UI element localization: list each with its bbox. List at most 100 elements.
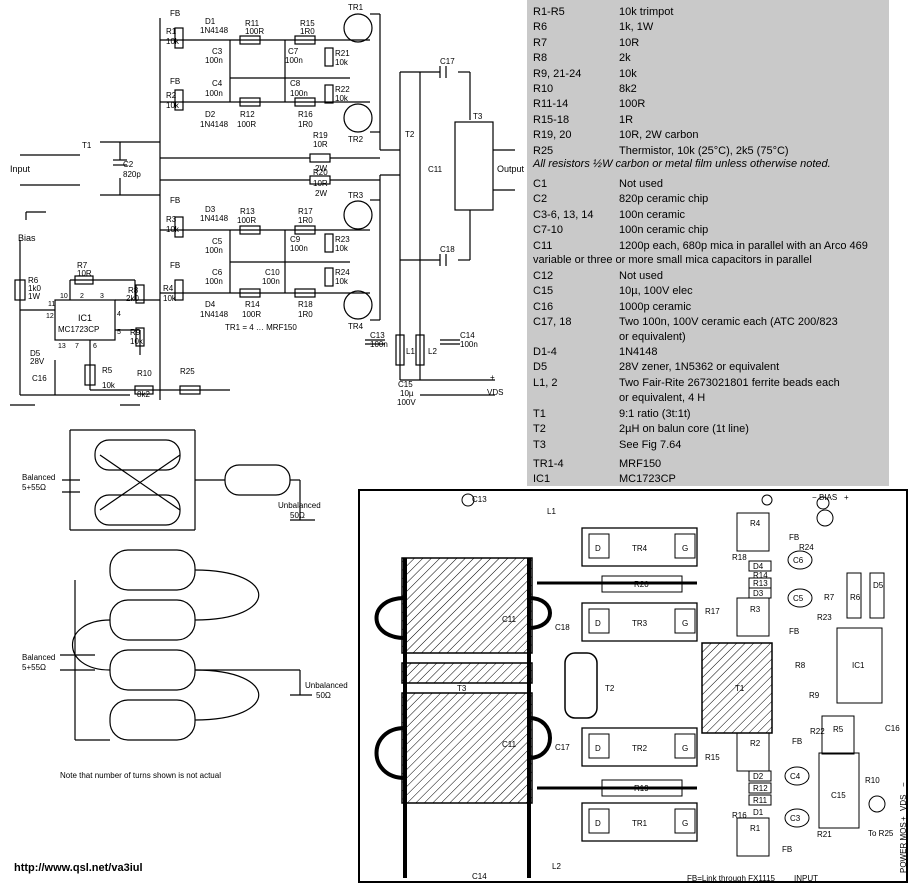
pcb-fb-3: FB <box>792 737 802 746</box>
d5-value: 28V <box>30 357 45 366</box>
pcb-r14-label: R14 <box>753 571 768 580</box>
part-value: 100R <box>619 98 646 111</box>
pcb-tr4-g: G <box>682 544 688 553</box>
part-value: 1N4148 <box>619 346 658 358</box>
r17-label: R17 <box>298 207 313 216</box>
d4-part: 1N4148 <box>200 310 229 319</box>
pcb-tr2-d: D <box>595 744 601 753</box>
part-ref: TR1-4 <box>533 458 564 470</box>
unbalanced-value-bottom: 50Ω <box>316 691 331 700</box>
part-value: MRF150 <box>619 458 662 470</box>
part-value: 9:1 ratio (3t:1t) <box>619 408 691 420</box>
part-ref: D1-4 <box>533 346 557 358</box>
c2-label: C2 <box>123 160 134 169</box>
r2-label: R2 <box>166 91 177 100</box>
part-ref: IC1 <box>533 473 551 486</box>
part-value: 100n ceramic chip <box>619 224 709 237</box>
tr4-label: TR4 <box>348 322 364 331</box>
pcb-c18-label: C18 <box>555 623 570 632</box>
r20-label: R20 <box>313 168 328 177</box>
r20-watt: 2W <box>315 189 327 198</box>
c7-value: 100n <box>285 56 303 65</box>
pcb-bias-plus: + <box>844 493 849 502</box>
r17-value: 1R0 <box>298 216 313 225</box>
pcb-r19-label: R19 <box>634 784 649 793</box>
l2-label: L2 <box>428 347 437 356</box>
pcb-bias-label: BIAS <box>819 493 837 502</box>
c17-continuation: or equivalent) <box>619 331 686 343</box>
r13-value: 100R <box>237 216 256 225</box>
resistor-note: All resistors ½W carbon or metal film un… <box>533 158 831 170</box>
pcb-r11-label: R11 <box>753 796 768 805</box>
ic-pin-5: 5 <box>117 329 121 336</box>
part-value: 1200p each, 680p mica in parallel with a… <box>619 239 868 252</box>
pcb-r23-label: R23 <box>817 613 832 622</box>
balanced-label-bottom: Balanced <box>22 653 55 662</box>
pcb-d4-label: D4 <box>753 562 764 571</box>
pcb-r18-label: R18 <box>732 553 747 562</box>
pcb-c6-label: C6 <box>793 556 804 565</box>
c11-continuation: variable or three or more small mica cap… <box>533 254 812 266</box>
part-ref: C3-6, 13, 14 <box>533 208 594 221</box>
r21-label: R21 <box>335 49 350 58</box>
pcb-r7-label: R7 <box>824 593 835 602</box>
r18-label: R18 <box>298 300 313 309</box>
part-value: Not used <box>619 178 664 190</box>
balanced-value-top: 5+55Ω <box>22 483 46 492</box>
c4-value: 100n <box>205 89 223 98</box>
c15-value: 10µ <box>400 389 414 398</box>
pcb-l2-label: L2 <box>552 862 561 871</box>
r6-label: R6 <box>28 276 39 285</box>
pcb-vds-plus: + <box>899 816 908 821</box>
pcb-r3-label: R3 <box>750 605 761 614</box>
ic-pin-6: 6 <box>93 343 97 350</box>
pcb-vds-label: VDS <box>899 795 908 811</box>
pcb-input-label: INPUT <box>794 874 818 883</box>
r5-label: R5 <box>102 366 113 375</box>
pcb-r16-label: R16 <box>732 811 747 820</box>
r14-value: 100R <box>242 310 261 319</box>
part-ref: D5 <box>533 361 548 374</box>
pcb-r12-label: R12 <box>753 784 768 793</box>
d3-label: D3 <box>205 205 216 214</box>
c3-label: C3 <box>212 47 223 56</box>
part-ref: C15 <box>533 285 554 298</box>
pcb-c5-label: C5 <box>793 594 804 603</box>
tr1-label: TR1 <box>348 3 364 12</box>
r14-label: R14 <box>245 300 260 309</box>
pcb-c16-label: C16 <box>885 724 900 733</box>
r1-label: R1 <box>166 27 177 36</box>
r25-label: R25 <box>180 367 195 376</box>
r11-value: 100R <box>245 27 264 36</box>
c13-value: 100n <box>370 340 388 349</box>
d4-label: D4 <box>205 300 216 309</box>
c15-voltage: 100V <box>397 398 416 407</box>
part-ref: L1, 2 <box>533 376 558 389</box>
part-value: 1000p ceramic <box>619 300 692 313</box>
r20-value: 10R <box>313 179 328 188</box>
r15-value: 1R0 <box>300 27 315 36</box>
d5-label: D5 <box>30 349 41 358</box>
schematic-vds-label: VDS <box>487 388 503 397</box>
r3-label: R3 <box>166 215 177 224</box>
r9-label: R9 <box>130 328 141 337</box>
d1-label: D1 <box>205 17 216 26</box>
c9-value: 100n <box>290 244 308 253</box>
r24-value: 10k <box>335 277 349 286</box>
pcb-c13-label: C13 <box>472 495 487 504</box>
c7-label: C7 <box>288 47 299 56</box>
fb-label-3: FB <box>170 196 180 205</box>
part-value: 10µ, 100V elec <box>619 285 693 298</box>
c15-label: C15 <box>398 380 413 389</box>
pcb-d2-label: D2 <box>753 772 764 781</box>
pcb-c11-top: C11 <box>502 615 517 624</box>
part-ref: R6 <box>533 21 548 34</box>
pcb-vds-minus: − <box>899 782 908 787</box>
turns-note: Note that number of turns shown is not a… <box>60 771 221 780</box>
part-ref: R1-R5 <box>533 6 565 18</box>
pcb-t1-label: T1 <box>735 684 745 693</box>
pcb-fb-2: FB <box>789 627 799 636</box>
ic1-label: IC1 <box>78 313 92 323</box>
part-ref: C17, 18 <box>533 316 572 329</box>
pcb-tr2-label: TR2 <box>632 744 648 753</box>
